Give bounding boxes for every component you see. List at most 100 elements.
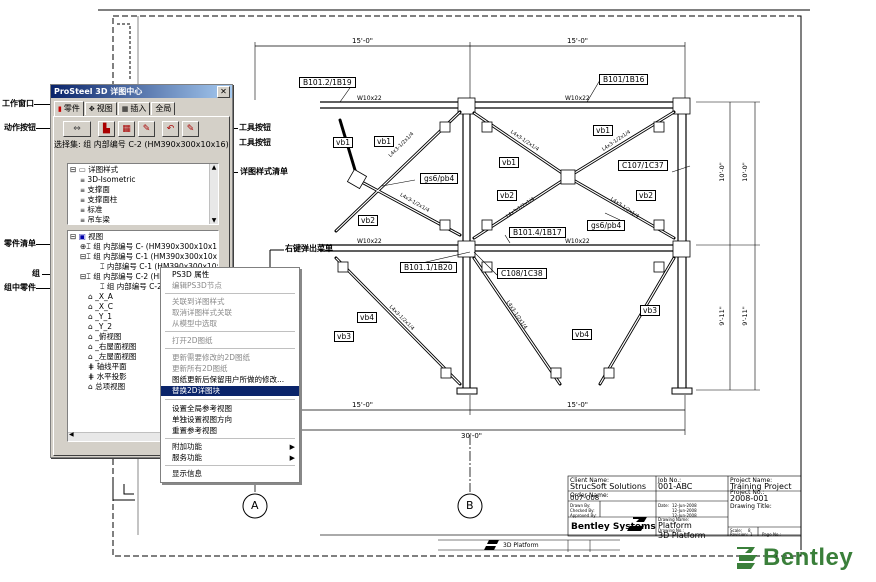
tab-parts[interactable]: ▮ 零件 bbox=[54, 101, 84, 116]
view-node-icon: ⌂ bbox=[88, 382, 93, 391]
menu-item-reset-ref-view[interactable]: 重置参考视图 bbox=[172, 426, 217, 435]
style-icon: ≡ bbox=[80, 177, 86, 184]
menu-item-services[interactable]: 服务功能 ▶ bbox=[161, 453, 299, 463]
tree-group[interactable]: ⊟⌶ 组 内部编号 C-1 (HM390x300x10x bbox=[80, 252, 217, 262]
tree-root[interactable]: ⊟ ▣ 视图 bbox=[70, 232, 103, 242]
view-node-icon: ⌂ bbox=[88, 302, 93, 311]
tab-insert[interactable]: ▦ 插入 bbox=[117, 102, 151, 115]
menu-item-edit-node[interactable]: 编辑PS3D节点 bbox=[172, 281, 222, 290]
menu-item-keep-user-edits[interactable]: 图纸更新后保留用户所做的修改... bbox=[172, 375, 285, 384]
tb-drawing-title-label: Drawing Title: bbox=[730, 503, 772, 510]
tree-view[interactable]: ⋕ 轴线平面 bbox=[88, 362, 127, 372]
tool-button[interactable]: ↶ bbox=[162, 121, 179, 137]
scroll-up-icon[interactable]: ▲ bbox=[211, 164, 217, 171]
menu-item-show-info[interactable]: 显示信息 bbox=[172, 469, 202, 478]
pen-icon: ✎ bbox=[142, 124, 151, 134]
tab-bar: ▮ 零件 ✥ 视图 ▦ 插入 全局 bbox=[54, 101, 176, 116]
beam-icon: ⌶ bbox=[100, 262, 105, 271]
tool-button[interactable]: ▙ bbox=[98, 121, 115, 137]
grid-plane-icon: ⋕ bbox=[88, 372, 95, 381]
dim-total: 30'-0" bbox=[461, 432, 483, 440]
tb-page-label: Page No.: bbox=[762, 532, 781, 537]
tree-view[interactable]: ⌂ _Y_2 bbox=[88, 322, 112, 332]
tb-order-label: Order Name: bbox=[570, 492, 609, 499]
tree-view[interactable]: ⌂ _右屋面视图 bbox=[88, 342, 136, 352]
tab-global[interactable]: 全局 bbox=[151, 102, 176, 115]
close-icon[interactable]: ✕ bbox=[217, 86, 230, 98]
style-label: 吊车梁 bbox=[87, 215, 110, 224]
tb-date: 12-Jun-2008 bbox=[672, 503, 697, 508]
list-item[interactable]: ≡ 标准 bbox=[80, 205, 102, 215]
list-item[interactable]: ≡ 3D-Isometric bbox=[80, 175, 136, 185]
menu-item-set-global-ref[interactable]: 设置全局参考视图 bbox=[172, 404, 232, 413]
tree-part[interactable]: ⌶ 组 内部编号 C-2 bbox=[100, 282, 162, 292]
menu-item-unlink-style[interactable]: 取消详图样式关联 bbox=[172, 308, 232, 317]
tag-box: vb1 bbox=[593, 125, 613, 136]
edit-icon: ✎ bbox=[186, 124, 195, 134]
menu-item-pick-from-model[interactable]: 从模型中选取 bbox=[172, 319, 217, 328]
tree-view[interactable]: ⌂ _X_C bbox=[88, 302, 113, 312]
menu-item-update-changed[interactable]: 更新需要修改的2D图纸 bbox=[172, 353, 251, 362]
tool-button[interactable]: ✎ bbox=[182, 121, 199, 137]
move-arrows-icon: ⇔ bbox=[73, 124, 81, 134]
tab-views[interactable]: ✥ 视图 bbox=[84, 102, 117, 115]
beam-icon: ⌶ bbox=[86, 242, 91, 251]
tree-view[interactable]: ⋕ 水平投影 bbox=[88, 372, 127, 382]
grid-label-b: B bbox=[466, 499, 474, 512]
tree-view[interactable]: ⌂ _X_A bbox=[88, 292, 113, 302]
style-list-scrollbar[interactable]: ▲ ▼ bbox=[209, 164, 218, 224]
tree-group[interactable]: ⊕⌶ 组 内部编号 C- (HM390x300x10x1 bbox=[80, 242, 217, 252]
scroll-left-icon[interactable]: ◀ bbox=[69, 431, 74, 438]
tab-label: 插入 bbox=[130, 104, 147, 113]
menu-item-replace-2d-block[interactable]: 替换2D详图块 bbox=[161, 386, 299, 396]
dim-right-upper-inner: 10'-0" bbox=[717, 162, 726, 182]
menu-item-set-view-direction[interactable]: 单独设置视图方向 bbox=[172, 415, 232, 424]
menu-item-link-style[interactable]: 关联到详图样式 bbox=[172, 297, 225, 306]
callout-tool-buttons-2: 工具按钮 bbox=[239, 138, 271, 147]
tb-project-no-label: Project No.: bbox=[730, 489, 765, 496]
tag-box: vb4 bbox=[572, 329, 592, 340]
tree-label: 轴线平面 bbox=[96, 362, 127, 371]
menu-item-properties[interactable]: PS3D 属性 bbox=[172, 270, 210, 279]
menu-item-open-2d[interactable]: 打开2D图纸 bbox=[172, 336, 213, 345]
tool-button[interactable]: ✎ bbox=[138, 121, 155, 137]
tb-drawing-name: Platform bbox=[658, 521, 692, 530]
tool-button[interactable]: ▦ bbox=[118, 121, 135, 137]
tb-revision: 1 bbox=[750, 532, 753, 537]
member-label: W10x22 bbox=[357, 95, 382, 102]
callout-part-list: 零件清单 bbox=[4, 239, 36, 248]
list-item[interactable]: ≡ 吊车梁 bbox=[80, 215, 110, 224]
tb-company: Bentley Systems bbox=[571, 522, 656, 532]
tree-view[interactable]: ⌂ _俯视图 bbox=[88, 332, 121, 342]
list-item[interactable]: ≡ 支撑面 bbox=[80, 185, 110, 195]
list-item[interactable]: ⊟ ▭ 详图样式 bbox=[70, 165, 118, 175]
tree-view[interactable]: ⌂ _Y_1 bbox=[88, 312, 112, 322]
tree-view[interactable]: ⌂ _左屋面视图 bbox=[88, 352, 136, 362]
tb-approved-label: Approved By: bbox=[570, 513, 597, 518]
view-icon: ▣ bbox=[78, 232, 86, 241]
grid-label-a: A bbox=[251, 499, 259, 512]
menu-item-addons[interactable]: 附加功能 ▶ bbox=[161, 442, 299, 452]
undo-icon: ↶ bbox=[166, 124, 175, 134]
menu-item-label: 附加功能 bbox=[172, 442, 202, 451]
tree-group[interactable]: ⊟⌶ 组 内部编号 C-2 (HM390x300x10x bbox=[80, 272, 217, 282]
tree-view[interactable]: ⌂ 总项视图 bbox=[88, 382, 125, 392]
part-tree[interactable]: ⊟ ▣ 视图 ⊕⌶ 组 内部编号 C- (HM390x300x10x1 ⊟⌶ 组… bbox=[67, 230, 219, 442]
detail-style-list[interactable]: ⊟ ▭ 详图样式 ≡ 3D-Isometric ≡ 支撑面 ≡ 支撑面柱 ≡ 标… bbox=[67, 163, 219, 225]
action-button[interactable]: ⇔ bbox=[63, 121, 91, 137]
beam-icon: ⌶ bbox=[100, 282, 105, 291]
tree-label: 组 内部编号 C-1 (HM390x300x10x bbox=[93, 252, 218, 261]
list-item[interactable]: ≡ 支撑面柱 bbox=[80, 195, 117, 205]
tree-label: _X_C bbox=[95, 302, 114, 311]
tree-part[interactable]: ⌶ 内部编号 C-1 (HM390x300x10x bbox=[100, 262, 218, 272]
scroll-down-icon[interactable]: ▼ bbox=[211, 217, 217, 224]
bentley-wordmark: Bentley bbox=[763, 544, 854, 571]
tag-box: B101.2/1B19 bbox=[299, 77, 356, 88]
tree-label: 总项视图 bbox=[95, 382, 126, 391]
tb-project-no: 2008-001 bbox=[730, 494, 769, 503]
dim-right-upper-outer: 10'-0" bbox=[740, 162, 749, 182]
menu-item-update-all[interactable]: 更新所有2D图纸 bbox=[172, 364, 228, 373]
toolbar: ⇔ ▙ ▦ ✎ ↶ ✎ bbox=[63, 121, 199, 137]
callout-leader bbox=[36, 128, 62, 129]
window-titlebar[interactable]: ProSteel 3D 详图中心 ✕ bbox=[51, 85, 232, 98]
